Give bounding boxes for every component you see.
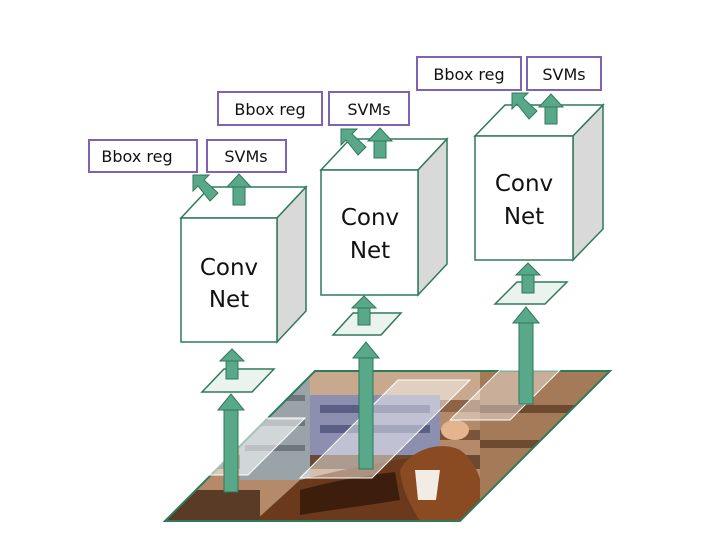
- svms-box: [328, 91, 410, 126]
- up-arrow-icon: [216, 393, 246, 493]
- up-arrow-icon: [350, 295, 378, 326]
- bbox-reg-label: Bbox reg: [433, 65, 504, 84]
- bbox-reg-label: Bbox reg: [101, 147, 172, 166]
- svms-box: [526, 56, 602, 91]
- diagonal-arrow-icon: [340, 128, 367, 156]
- pipeline-column-3: Conv Net Bbox reg SVMs: [416, 56, 605, 405]
- svms-label: SVMs: [224, 147, 267, 166]
- up-arrow-icon: [537, 93, 565, 125]
- conv-net-label-line1: Conv: [495, 171, 553, 197]
- conv-net-label-line1: Conv: [341, 205, 399, 231]
- bbox-reg-box: [416, 56, 522, 91]
- up-arrow-icon: [351, 341, 381, 470]
- conv-net-label-line2: Net: [350, 238, 390, 264]
- conv-net-label-line2: Net: [209, 287, 249, 313]
- up-arrow-icon: [514, 262, 542, 294]
- conv-net-box: Conv Net: [179, 185, 308, 344]
- svms-label: SVMs: [347, 100, 390, 119]
- up-arrow-icon: [366, 127, 394, 159]
- bbox-reg-label: Bbox reg: [234, 100, 305, 119]
- conv-net-label-line1: Conv: [200, 255, 258, 281]
- svms-box: [206, 139, 287, 173]
- diagonal-arrow-icon: [511, 92, 538, 120]
- conv-net-label-line2: Net: [504, 204, 544, 230]
- pipeline-column-2: Conv Net Bbox reg SVMs: [217, 91, 449, 470]
- up-arrow-icon: [225, 173, 253, 206]
- diagonal-arrow-icon: [192, 174, 219, 202]
- conv-net-box: Conv Net: [473, 103, 605, 262]
- warped-region-patch: [200, 368, 276, 393]
- up-arrow-icon: [218, 348, 246, 380]
- pipeline-column-1: Conv Net Bbox reg SVMs: [88, 139, 308, 493]
- bbox-reg-box: [217, 91, 323, 126]
- conv-net-box: Conv Net: [319, 137, 449, 297]
- bbox-reg-box: [88, 139, 198, 173]
- up-arrow-icon: [511, 306, 541, 405]
- svms-label: SVMs: [542, 65, 585, 84]
